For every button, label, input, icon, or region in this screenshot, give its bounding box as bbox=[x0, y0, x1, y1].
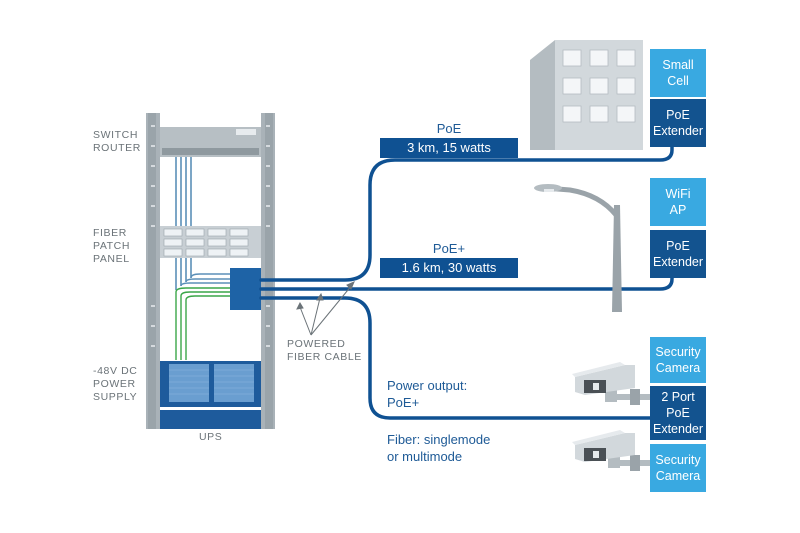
cable-label-line1: POWERED bbox=[287, 338, 346, 350]
power-output-note: Power output: PoE+ bbox=[387, 377, 467, 411]
security-camera-box-1: Security Camera bbox=[650, 337, 706, 383]
power-label-line1: -48V DC bbox=[93, 365, 138, 377]
wifi-ap-line2: AP bbox=[669, 203, 687, 217]
camera-1-line2: Camera bbox=[655, 361, 701, 375]
fiber-type-line1: Fiber: singlemode bbox=[387, 432, 491, 447]
camera-1-line1: Security bbox=[655, 345, 701, 359]
ups-unit bbox=[160, 410, 261, 429]
security-camera-icon-1 bbox=[572, 362, 650, 405]
poe-extender-1-line2: Extender bbox=[652, 124, 704, 138]
switch-label-line2: ROUTER bbox=[93, 142, 141, 154]
poe-plus-link-heading: PoE+ bbox=[432, 241, 466, 256]
switch-router-label: SWITCH ROUTER bbox=[93, 129, 141, 155]
patch-label-line1: FIBER bbox=[93, 227, 127, 239]
cable-pointer-arrows bbox=[296, 281, 355, 336]
power-output-line1: Power output: bbox=[387, 378, 468, 393]
powered-fiber-cable-label: POWERED FIBER CABLE bbox=[287, 338, 362, 364]
poe-extender-box-1: PoE Extender bbox=[650, 99, 706, 147]
poe-extender-box-2: PoE Extender bbox=[650, 230, 706, 278]
media-converter bbox=[230, 268, 261, 310]
cable-to-cameras bbox=[259, 296, 652, 420]
cables bbox=[259, 143, 674, 420]
poe-link-heading: PoE bbox=[436, 121, 462, 136]
power-output-line2: PoE+ bbox=[387, 395, 420, 410]
cable-label-line2: FIBER CABLE bbox=[287, 351, 362, 363]
fiber-type-note: Fiber: singlemode or multimode bbox=[387, 431, 490, 465]
port-extender-line2: PoE bbox=[666, 406, 690, 420]
camera-2-line1: Security bbox=[655, 453, 701, 467]
security-camera-icon-2 bbox=[572, 430, 650, 471]
small-cell-box: Small Cell bbox=[650, 49, 706, 97]
fiber-type-line2: or multimode bbox=[387, 449, 463, 464]
cable-to-wifi-ap bbox=[259, 274, 674, 291]
small-cell-line1: Small bbox=[662, 58, 694, 72]
ups-label: UPS bbox=[199, 431, 223, 443]
security-camera-box-2: Security Camera bbox=[650, 444, 706, 492]
poe-plus-link-spec: 1.6 km, 30 watts bbox=[380, 258, 518, 278]
power-label-line3: SUPPLY bbox=[93, 391, 138, 403]
building-icon bbox=[530, 40, 643, 150]
power-label-line2: POWER bbox=[93, 378, 136, 390]
cable-to-small-cell bbox=[259, 143, 674, 282]
wifi-ap-box: WiFi AP bbox=[650, 178, 706, 226]
street-light-icon bbox=[534, 184, 622, 312]
poe-link-spec: 3 km, 15 watts bbox=[380, 138, 518, 158]
wifi-ap-line1: WiFi bbox=[665, 187, 691, 201]
switch-label-line1: SWITCH bbox=[93, 129, 139, 141]
two-port-poe-extender-box: 2 Port PoE Extender bbox=[650, 386, 706, 440]
port-extender-line3: Extender bbox=[652, 422, 704, 436]
port-extender-line1: 2 Port bbox=[661, 390, 695, 404]
camera-2-line2: Camera bbox=[655, 469, 701, 483]
small-cell-line2: Cell bbox=[667, 74, 689, 88]
patch-label-line2: PATCH bbox=[93, 240, 131, 252]
patch-label-line3: PANEL bbox=[93, 253, 130, 265]
fiber-patch-panel-label: FIBER PATCH PANEL bbox=[93, 227, 130, 266]
poe-extender-2-line1: PoE bbox=[666, 239, 690, 253]
power-supply-label: -48V DC POWER SUPPLY bbox=[93, 365, 137, 404]
poe-extender-1-line1: PoE bbox=[666, 108, 690, 122]
equipment-rack bbox=[146, 113, 275, 429]
poe-extender-2-line2: Extender bbox=[652, 255, 704, 269]
